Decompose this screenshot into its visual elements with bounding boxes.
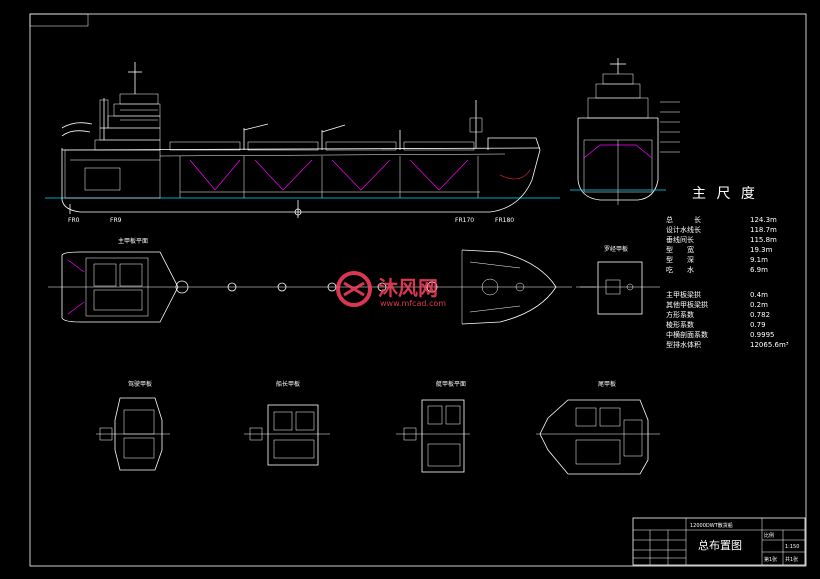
watermark: 沐风网 www.mfcad.com (336, 271, 446, 308)
coefficient-row-value: 12065.6m³ (750, 341, 789, 349)
main-dimensions-table: 总 长 124.3m 设计水线长 118.7m 垂线间长 115.8m 型 宽 19.3m 型 … (666, 215, 777, 274)
frame-tab (29, 13, 89, 27)
coefficient-row-value: 0.782 (750, 311, 770, 319)
drawing-name: 总布置图 (698, 538, 742, 552)
main-deck-label: 主甲板平面 (118, 237, 148, 245)
bridge-deck-label: 驾驶甲板 (128, 380, 152, 388)
coefficient-row-label: 型排水体积 (666, 340, 701, 349)
dimension-row-label: 型 宽 (666, 245, 694, 254)
dimension-row-value: 124.3m (750, 216, 777, 224)
main-deck-plan: 主甲板平面 (48, 237, 596, 325)
dimension-row-value: 19.3m (750, 246, 773, 254)
coefficient-row-value: 0.2m (750, 301, 768, 309)
deck-cranes (243, 123, 401, 150)
compass-deck-label: 罗经甲板 (604, 245, 628, 253)
coefficient-row-label: 方形系数 (666, 310, 694, 319)
scale-label: 比例 (764, 532, 774, 539)
side-profile-view: FR0 FR9 FR170 FR180 (45, 62, 560, 224)
boat-deck-plan: 艇甲板平面 (396, 380, 470, 473)
coefficient-row-label: 其他甲板梁拱 (666, 300, 708, 309)
dimension-row-label: 总 长 (666, 215, 701, 224)
midship-section-view (570, 58, 680, 205)
main-dimensions-title: 主 尺 度 (692, 186, 758, 202)
watermark-brand: 沐风网 (378, 276, 438, 300)
dimension-row-label: 设计水线长 (666, 225, 701, 234)
dimension-row-value: 118.7m (750, 226, 777, 234)
hull-outline (61, 148, 541, 213)
dimension-row-value: 9.1m (750, 256, 768, 264)
coefficient-row-value: 0.4m (750, 291, 768, 299)
poop-deck-label: 尾甲板 (598, 380, 616, 388)
frame-mark-fr180: FR180 (495, 217, 514, 224)
watermark-url: www.mfcad.com (380, 299, 446, 308)
bridge-deck-plan: 驾驶甲板 (96, 380, 170, 471)
sheets-label: 共1张 (785, 556, 798, 563)
project-line: 12000DWT散货船 (690, 522, 733, 529)
coefficient-row-value: 0.79 (750, 321, 766, 329)
coefficient-row-value: 0.9995 (750, 331, 775, 339)
watermark-logo-icon (336, 271, 372, 307)
coefficient-row-label: 中横剖面系数 (666, 330, 708, 339)
forecastle (487, 137, 541, 151)
boat-deck-label: 艇甲板平面 (436, 380, 466, 388)
compass-deck-plan: 罗经甲板 (580, 245, 660, 315)
poop-deck-plan: 尾甲板 (536, 380, 660, 475)
coefficient-row-label: 主甲板梁拱 (666, 290, 701, 299)
coefficient-row-label: 棱形系数 (666, 320, 694, 329)
frame-mark-fr170: FR170 (455, 217, 474, 224)
frame-mark-fr9: FR9 (110, 217, 122, 224)
dimension-row-label: 吃 水 (666, 265, 694, 274)
sheet-label: 第1张 (764, 556, 777, 563)
captain-deck-plan: 船长甲板 (244, 380, 330, 466)
dimension-row-label: 垂线间长 (666, 235, 694, 244)
dimension-row-value: 115.8m (750, 236, 777, 244)
coefficients-table: 主甲板梁拱 0.4m 其他甲板梁拱 0.2m 方形系数 0.782 棱形系数 0.79 中横剖面… (666, 290, 789, 349)
aft-superstructure (61, 62, 161, 199)
dimension-row-value: 6.9m (750, 266, 768, 274)
scale-value: 1:150 (785, 544, 799, 550)
frame-mark-fr0: FR0 (68, 217, 80, 224)
title-block: 12000DWT散货船 总布置图 比例 1:150 第1张 共1张 (632, 517, 806, 566)
cargo-holds (169, 141, 480, 198)
dimension-row-label: 型 深 (666, 255, 694, 264)
drawing-frame (29, 13, 807, 567)
captain-deck-label: 船长甲板 (276, 380, 300, 388)
main-deck-line (61, 147, 541, 151)
